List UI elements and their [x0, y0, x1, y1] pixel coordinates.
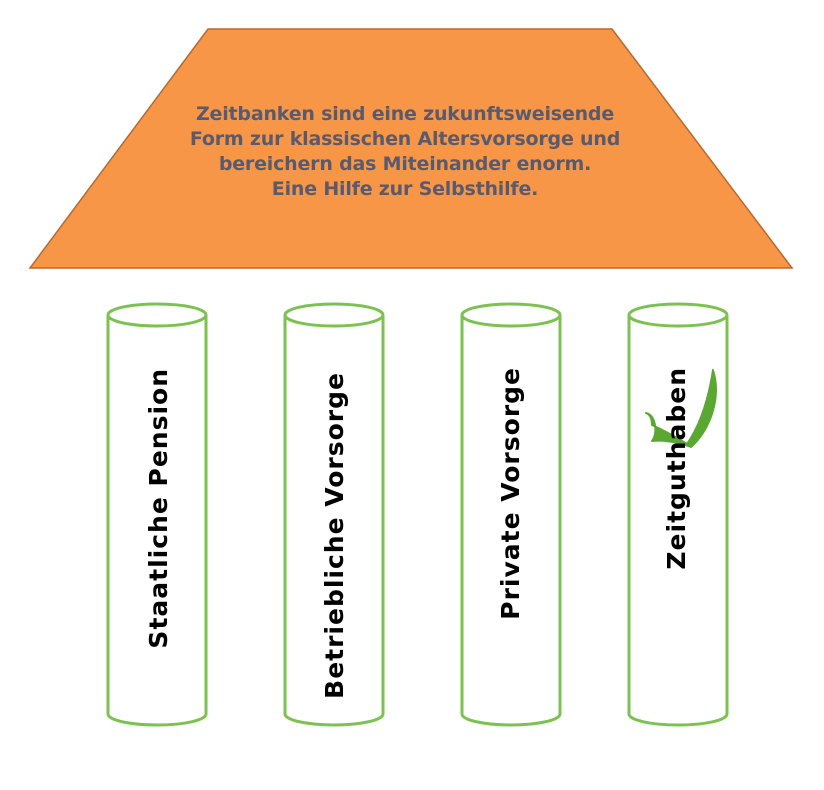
- pillar-label-private-vorsorge: Private Vorsorge: [496, 367, 525, 620]
- pillar-private-vorsorge: [460, 302, 562, 727]
- roof-line-2: Form zur klassischen Altersvorsorge und: [189, 128, 621, 150]
- roof-text: Zeitbanken sind eine zukunftsweisende Fo…: [170, 102, 640, 202]
- pillar-label-staatliche-pension: Staatliche Pension: [144, 368, 173, 649]
- checkmark-icon: [645, 369, 717, 448]
- roof-line-3: bereichern das Miteinander enorm.: [218, 153, 592, 175]
- roof-trapezoid: [28, 28, 794, 269]
- pillar-betriebliche-vorsorge: [283, 302, 385, 727]
- roof-line-4: Eine Hilfe zur Selbsthilfe.: [271, 178, 539, 200]
- roof-line-1: Zeitbanken sind eine zukunftsweisende: [195, 103, 615, 125]
- pillar-zeitguthaben: [627, 302, 729, 727]
- pillar-label-betriebliche-vorsorge: Betriebliche Vorsorge: [320, 372, 349, 699]
- pillar-staatliche-pension: [106, 302, 208, 727]
- pillar-label-zeitguthaben: Zeitguthaben: [662, 367, 691, 570]
